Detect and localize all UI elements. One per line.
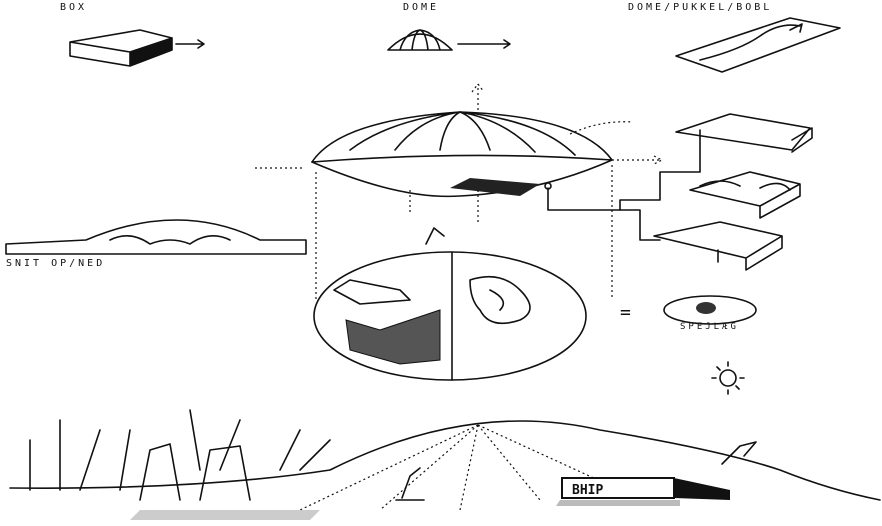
label-egg: SPEJLÆG [680,322,739,332]
section-sketch [5,219,445,255]
plan-sketch [313,165,757,395]
label-box: BOX [60,2,88,13]
big-dome-sketch [255,83,701,241]
landscape-sketch: BHIP [9,409,881,520]
module-sketches [653,113,813,271]
box-sketch [69,29,205,67]
bump-sketch [675,17,841,73]
equals-sign: = [620,302,634,323]
dome-sketch [387,29,511,51]
label-dome-variants: DOME/PUKKEL/BOBL [628,2,773,13]
label-dome: DOME [403,2,440,13]
label-section: SNIT OP/NED [6,258,106,269]
graffiti-text: BHIP [572,483,603,498]
